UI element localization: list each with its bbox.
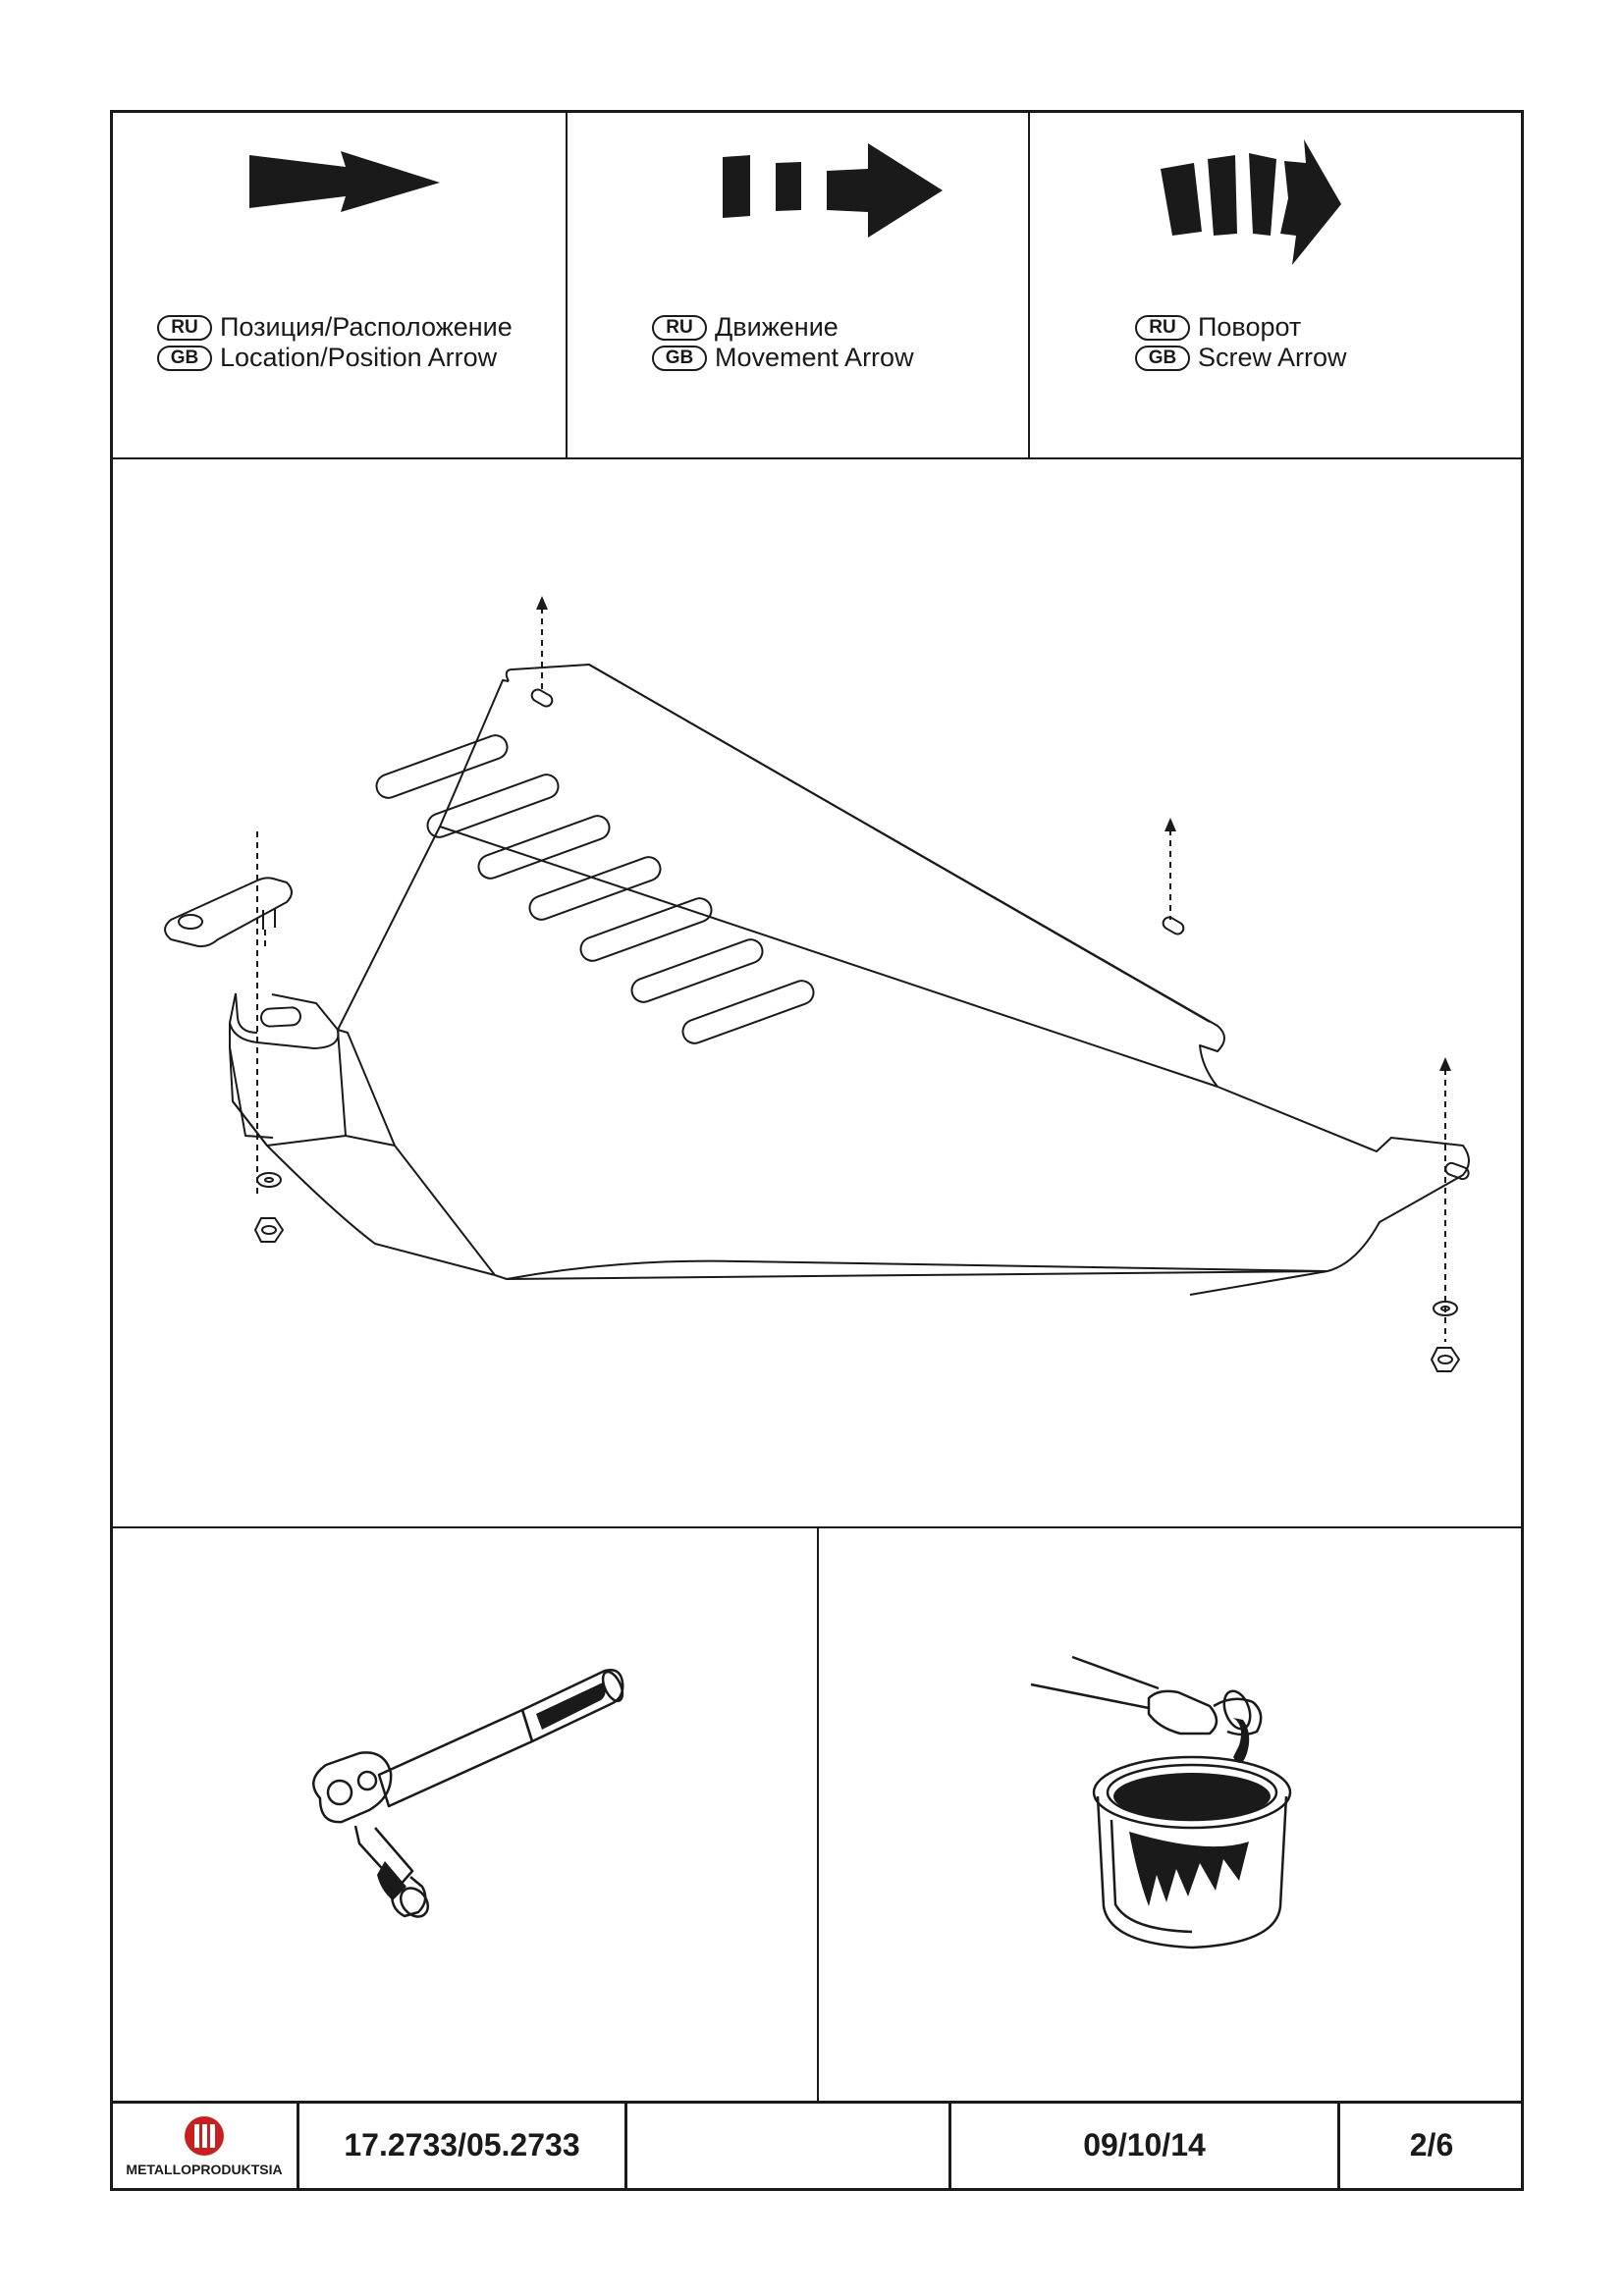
divider-tools [817, 1526, 819, 2102]
skid-plate-drawing [164, 596, 1470, 1372]
movement-arrow-icon [723, 143, 943, 238]
divider-footer-2 [624, 2101, 627, 2191]
footer-part-number: 17.2733/05.2733 [344, 2127, 580, 2163]
paint-brush-can-icon [1030, 1655, 1292, 1949]
divider-legend-2 [1028, 110, 1030, 458]
legend-screw: RU Поворот GB Screw Arrow [1135, 312, 1347, 373]
divider-footer-4 [1337, 2101, 1340, 2191]
legend-location: RU Позиция/Расположение GB Location/Positi… [157, 312, 513, 373]
location-arrow-icon [249, 151, 440, 212]
ru-badge: RU [1135, 314, 1190, 341]
divider-footer [110, 2101, 1524, 2104]
screw-arrow-icon [1161, 139, 1341, 265]
ratchet-wrench-icon [312, 1669, 624, 1918]
divider-legend-1 [566, 110, 568, 458]
ru-badge: RU [652, 314, 707, 341]
divider-legend [110, 457, 1524, 459]
legend-location-gb: Location/Position Arrow [220, 343, 498, 372]
divider-footer-1 [297, 2101, 299, 2191]
gb-badge: GB [1135, 345, 1190, 371]
legend-movement-gb: Movement Arrow [715, 343, 914, 372]
footer-page: 2/6 [1409, 2127, 1454, 2163]
gb-badge: GB [157, 345, 212, 371]
gb-badge: GB [652, 345, 707, 371]
footer-logo: METALLOPRODUKTSIA [112, 2103, 297, 2188]
legend-location-ru: Позиция/Расположение [220, 312, 513, 342]
footer-date: 09/10/14 [1083, 2127, 1206, 2163]
divider-footer-3 [948, 2101, 951, 2191]
legend-movement-ru: Движение [715, 312, 839, 342]
page-frame [110, 110, 1524, 2191]
footer-blank [627, 2103, 948, 2188]
legend-screw-gb: Screw Arrow [1198, 343, 1347, 372]
legend-screw-ru: Поворот [1198, 312, 1302, 342]
ru-badge: RU [157, 314, 212, 341]
logo-text: METALLOPRODUKTSIA [126, 2161, 283, 2177]
metalloproduktsia-logo-icon [185, 2115, 224, 2156]
legend-movement: RU Движение GB Movement Arrow [652, 312, 914, 373]
